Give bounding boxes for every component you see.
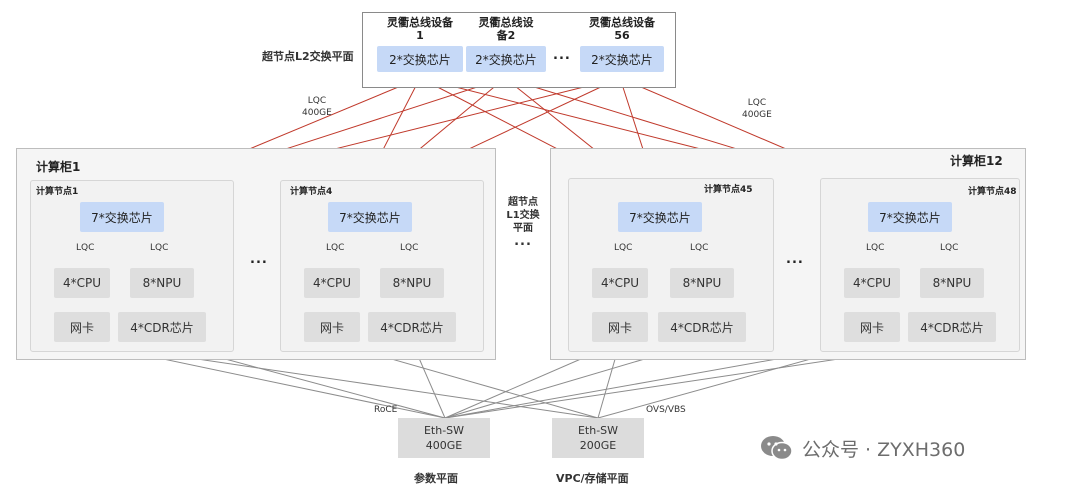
watermark-text: 公众号 · ZYXH360 (802, 438, 966, 461)
l2-device-title: 灵衢总线设备56 (589, 16, 655, 42)
eth-switch-speed: 400GE (425, 439, 463, 452)
l1-plane-label: 超节点 L1交换 平面 ... (506, 197, 540, 249)
link-label-ovs-vbs: OVS/VBS (646, 405, 686, 415)
eth-switch-name: Eth-SW (423, 424, 465, 437)
eth-switch-400ge: Eth-SW 400GE (398, 418, 490, 458)
node-title: 计算节点48 (968, 187, 1017, 197)
l2-ellipsis: ... (553, 48, 571, 63)
cpu-block: 4*CPU (844, 268, 900, 298)
npu-block: 8*NPU (380, 268, 444, 298)
link-label-lqc: LQC (326, 243, 345, 253)
npu-block: 8*NPU (130, 268, 194, 298)
l2-device-title: 灵衢总线设备2 (478, 16, 534, 42)
nic-block: 网卡 (304, 312, 360, 342)
l1-switch-chip: 7*交换芯片 (328, 202, 412, 232)
l2-plane-label: 超节点L2交换平面 (262, 50, 354, 63)
l1-switch-chip: 7*交换芯片 (80, 202, 164, 232)
cdr-block: 4*CDR芯片 (658, 312, 746, 342)
param-plane-label: 参数平面 (414, 472, 458, 485)
node-title: 计算节点45 (704, 185, 753, 195)
npu-block: 8*NPU (670, 268, 734, 298)
npu-block: 8*NPU (920, 268, 984, 298)
eth-switch-name: Eth-SW (577, 424, 619, 437)
l2-switch-chip: 2*交换芯片 (377, 46, 463, 72)
node-ellipsis: ... (250, 252, 268, 267)
nic-block: 网卡 (54, 312, 110, 342)
l2-switch-chip: 2*交换芯片 (580, 46, 664, 72)
eth-switch-speed: 200GE (579, 439, 617, 452)
vpc-storage-plane-label: VPC/存储平面 (556, 472, 629, 485)
cdr-block: 4*CDR芯片 (368, 312, 456, 342)
l1-switch-chip: 7*交换芯片 (868, 202, 952, 232)
l2-device-1: 灵衢总线设备1 2*交换芯片 (377, 16, 463, 72)
l2-device-title: 灵衢总线设备1 (387, 16, 453, 42)
link-label-lqc: LQC (400, 243, 419, 253)
cdr-block: 4*CDR芯片 (908, 312, 996, 342)
cpu-block: 4*CPU (304, 268, 360, 298)
link-label-lqc: LQC (690, 243, 709, 253)
node-title: 计算节点1 (36, 187, 79, 197)
l2-device-2: 灵衢总线设备2 2*交换芯片 (466, 16, 546, 72)
cabinet-title: 计算柜1 (36, 160, 81, 174)
l2-device-56: 灵衢总线设备56 2*交换芯片 (580, 16, 664, 72)
node-ellipsis: ... (786, 252, 804, 267)
nic-block: 网卡 (592, 312, 648, 342)
link-label-lqc: LQC (150, 243, 169, 253)
cdr-block: 4*CDR芯片 (118, 312, 206, 342)
cabinet-title: 计算柜12 (950, 154, 1003, 168)
eth-switch-200ge: Eth-SW 200GE (552, 418, 644, 458)
nic-block: 网卡 (844, 312, 900, 342)
l2-switch-chip: 2*交换芯片 (466, 46, 546, 72)
link-label-lqc: LQC (940, 243, 959, 253)
cpu-block: 4*CPU (592, 268, 648, 298)
l1-switch-chip: 7*交换芯片 (618, 202, 702, 232)
link-label-lqc: LQC (614, 243, 633, 253)
link-label-lqc: LQC (76, 243, 95, 253)
watermark: 公众号 · ZYXH360 (760, 434, 965, 462)
cpu-block: 4*CPU (54, 268, 110, 298)
link-label-lqc: LQC (866, 243, 885, 253)
wechat-icon (761, 436, 793, 461)
node-title: 计算节点4 (290, 187, 333, 197)
link-label-roce: RoCE (374, 405, 398, 415)
